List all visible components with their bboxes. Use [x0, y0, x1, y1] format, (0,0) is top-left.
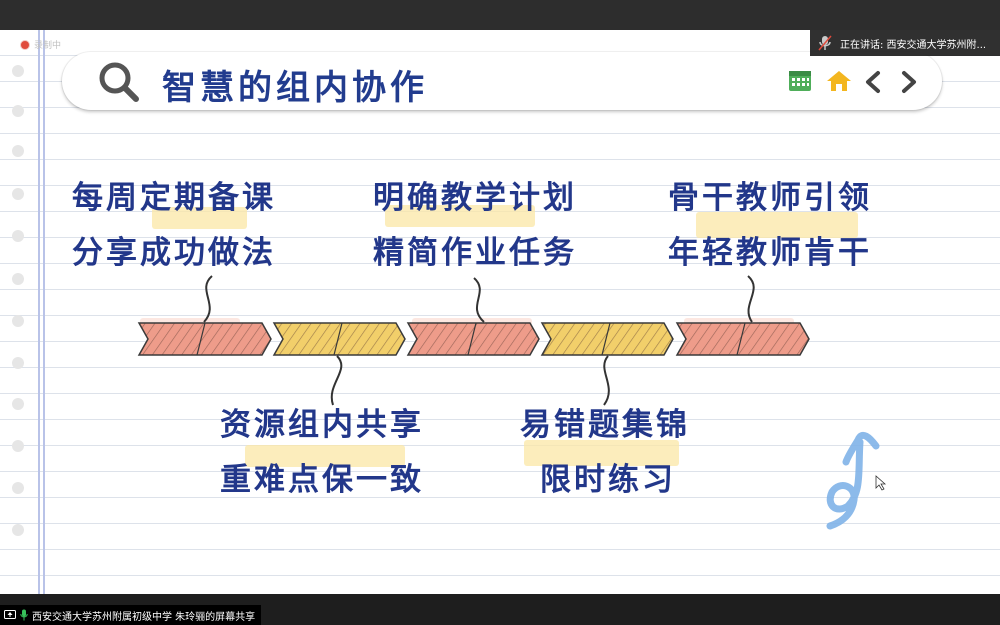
notebook-hole: [12, 398, 24, 410]
notebook-hole: [12, 105, 24, 117]
bottom-label-1-line1: 资源组内共享: [220, 407, 424, 443]
screen-share-label[interactable]: 西安交通大学苏州附属初级中学 朱玲骊的屏幕共享: [0, 605, 262, 625]
highlighter-mark: [524, 440, 679, 466]
doodle-arrow-icon: [826, 431, 880, 530]
mouse-cursor-icon: [875, 475, 887, 491]
notebook-hole: [12, 524, 24, 536]
recording-label: 录制中: [34, 41, 62, 51]
connector-line: [473, 277, 485, 323]
magnifier-icon: [99, 62, 139, 102]
record-dot-icon: [20, 39, 30, 50]
notebook-hole: [12, 188, 24, 200]
slide-title: 智慧的组内协作: [162, 68, 428, 108]
highlighter-mark: [140, 318, 240, 326]
highlighter-mark: [152, 207, 247, 229]
highlighter-mark: [684, 318, 794, 326]
microphone-icon: [818, 35, 832, 51]
screen-share-owner: 西安交通大学苏州附属初级中学 朱玲骊的屏幕共享: [32, 611, 256, 623]
notebook-hole: [12, 145, 24, 157]
highlighter-mark: [245, 445, 405, 467]
highlighter-mark: [696, 212, 858, 238]
notebook-hole: [12, 65, 24, 77]
top-label-3-line1: 骨干教师引领: [668, 180, 872, 216]
top-label-2-line2: 精简作业任务: [373, 235, 577, 271]
connector-line: [603, 355, 610, 406]
active-speaker-label: 正在讲话: 西安交通大学苏州附...: [840, 39, 987, 51]
window-top-bar: [0, 0, 1000, 30]
highlighter-mark: [385, 205, 535, 227]
bottom-label-2-line2: 限时练习: [540, 462, 676, 498]
recording-indicator: 录制中: [20, 38, 61, 51]
bottom-label-2-line1: 易错题集锦: [520, 407, 690, 443]
top-label-3-line2: 年轻教师肯干: [668, 235, 872, 271]
slide-title-bar: 智慧的组内协作: [62, 52, 942, 110]
timeline-segment: [540, 322, 674, 356]
notebook-margin-line: [43, 30, 45, 594]
home-icon[interactable]: [826, 70, 852, 92]
highlighter-mark: [412, 318, 532, 326]
timeline-segment: [406, 322, 540, 356]
timeline-segment: [137, 322, 272, 356]
notebook-margin-line: [38, 30, 40, 594]
notebook-hole: [12, 357, 24, 369]
notebook-hole: [12, 482, 24, 494]
timeline-segment: [272, 322, 406, 356]
connector-line: [330, 355, 343, 406]
chevron-left-icon[interactable]: [863, 70, 883, 94]
connector-line: [747, 275, 755, 323]
notebook-hole: [12, 315, 24, 327]
chevron-right-icon[interactable]: [899, 70, 919, 94]
notebook-hole: [12, 440, 24, 452]
notebook-hole: [12, 230, 24, 242]
connector-line: [203, 275, 213, 323]
bottom-label-1-line2: 重难点保一致: [220, 462, 424, 498]
microphone-icon: [20, 609, 28, 621]
active-speaker-badge: 正在讲话: 西安交通大学苏州附...: [810, 30, 1000, 56]
calendar-grid-icon[interactable]: [788, 70, 812, 92]
timeline-segment: [675, 322, 810, 356]
top-label-2-line1: 明确教学计划: [373, 180, 577, 216]
top-label-1-line1: 每周定期备课: [72, 180, 276, 216]
screen-share-icon: [4, 609, 16, 619]
notebook-hole: [12, 273, 24, 285]
top-label-1-line2: 分享成功做法: [72, 235, 276, 271]
